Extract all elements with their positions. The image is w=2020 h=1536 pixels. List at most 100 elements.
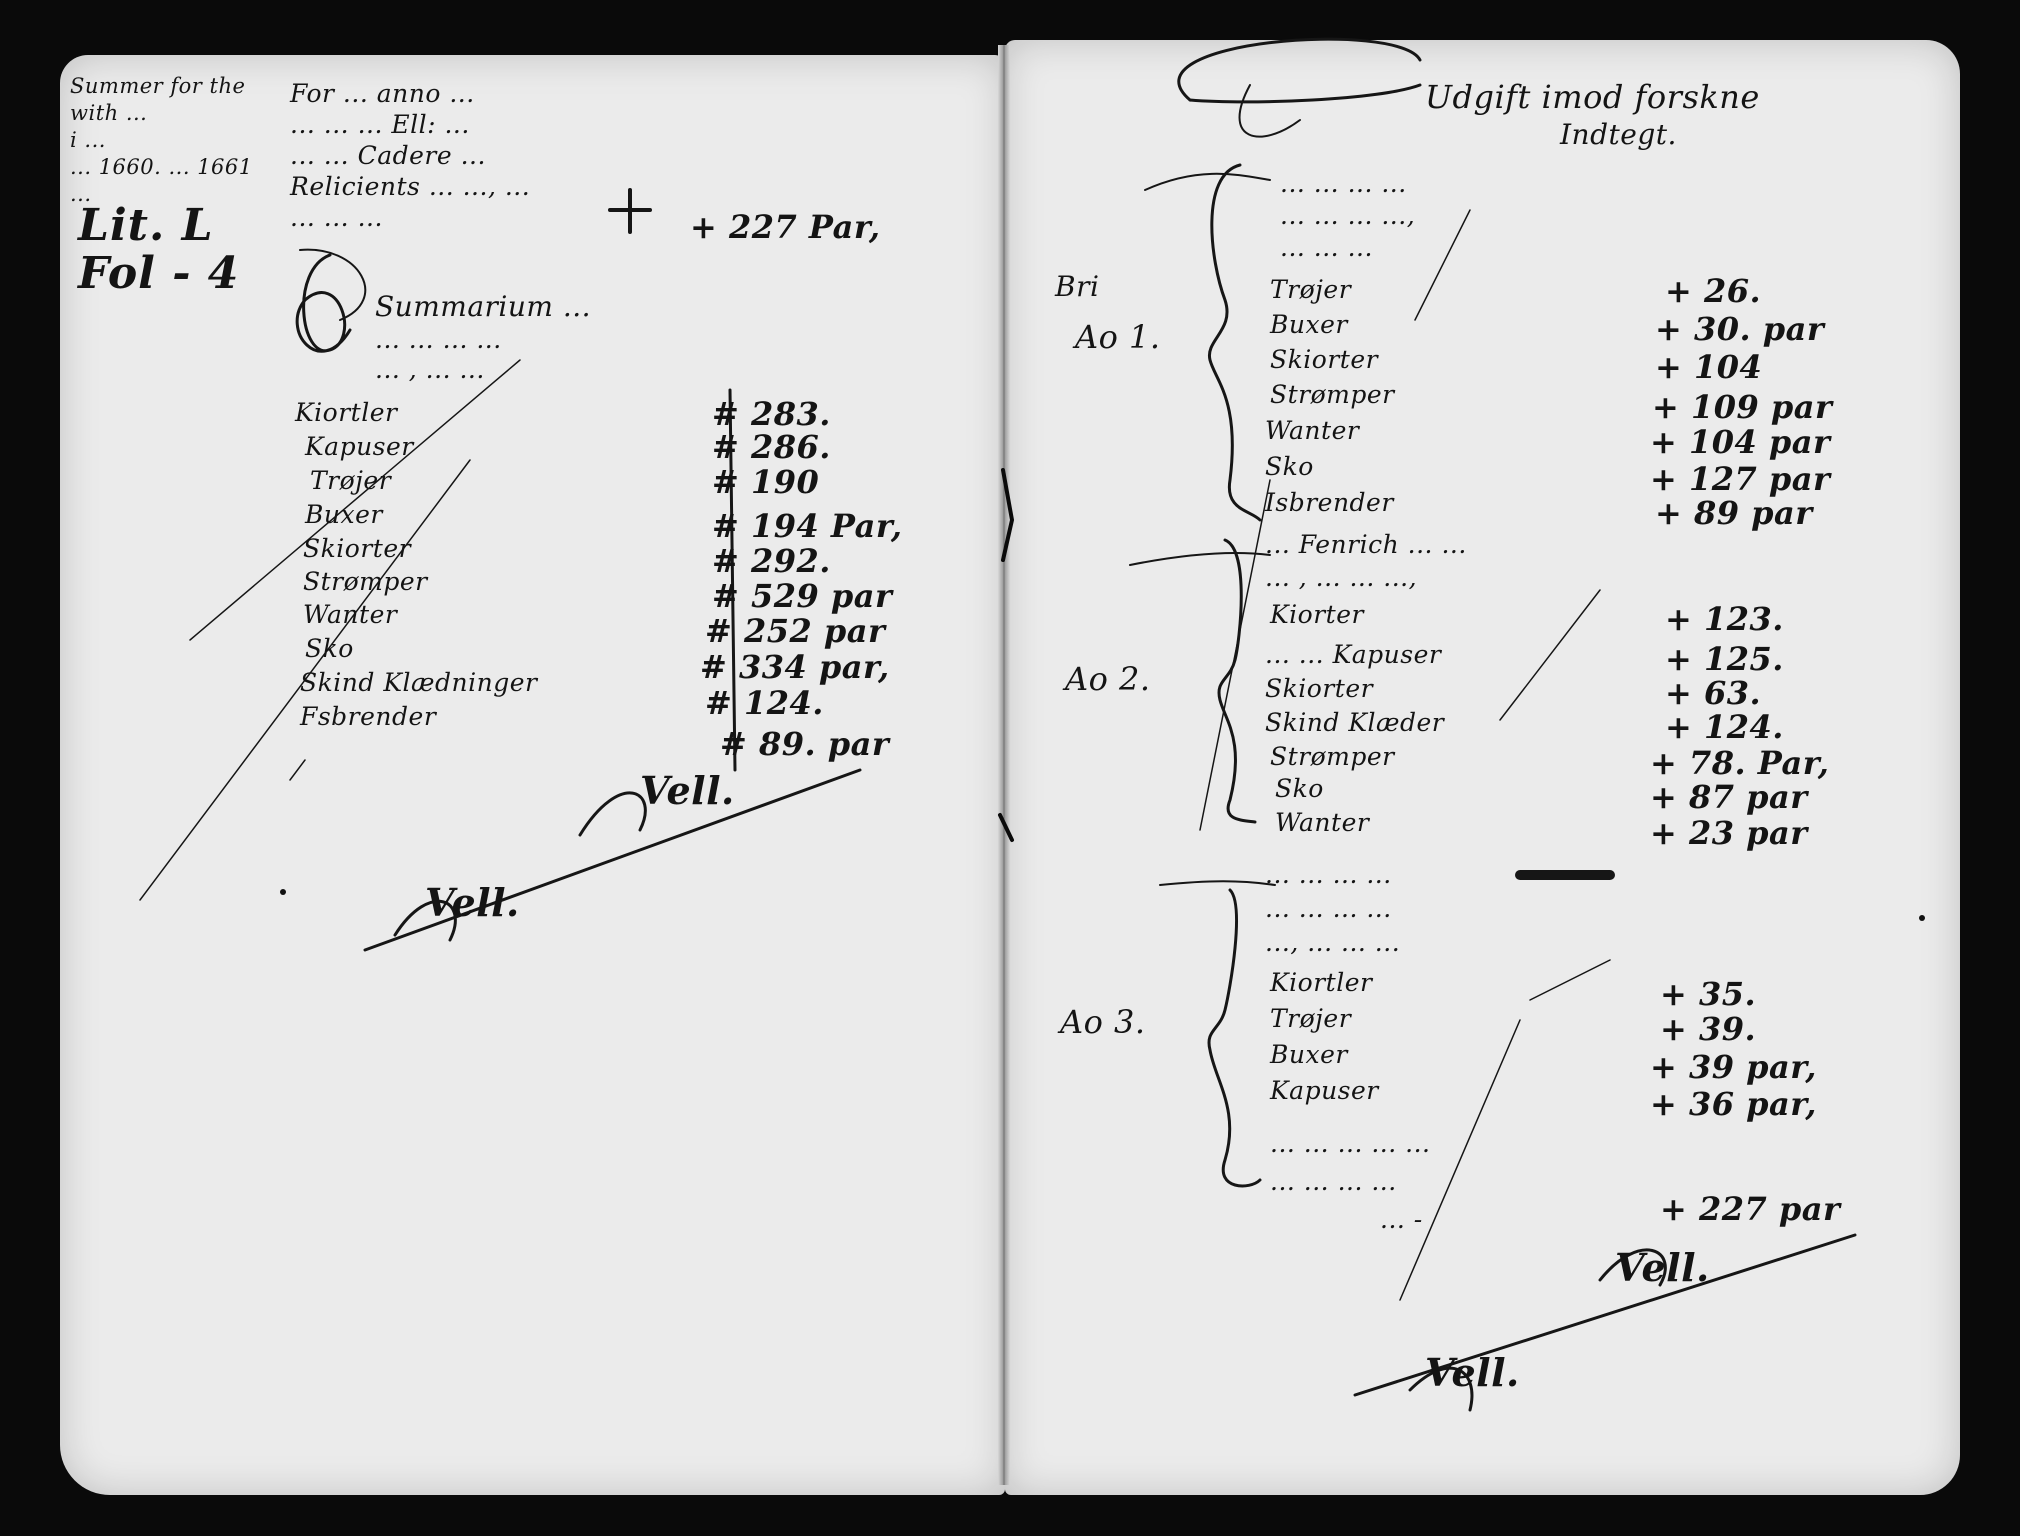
section-intro-line: ... ... ... ... xyxy=(1280,169,1407,198)
section-intro-line: ... ... ... ... xyxy=(1265,860,1392,889)
section-marker: Ao 3. xyxy=(1060,1003,1146,1041)
list-item-label: Wanter xyxy=(1265,416,1360,445)
list-item-amount: + 36 par, xyxy=(1650,1085,1817,1123)
ref-lit: Lit. L xyxy=(78,200,214,251)
list-item-amount: # 89. par xyxy=(720,725,890,763)
section-outro: ... ... ... ... ... ... ... ... ... ... … xyxy=(1270,1125,1431,1239)
section-marker: Ao 2. xyxy=(1065,660,1151,698)
section-intro-line: ..., ... ... ... xyxy=(1265,928,1401,957)
intro-line: ... ... ... xyxy=(290,203,383,232)
signature-mark: Vell. xyxy=(425,880,520,925)
list-item-label: Kiorter xyxy=(1270,600,1364,629)
list-item-amount: + 109 par xyxy=(1652,388,1833,426)
intro-line: Relicients ... ..., ... xyxy=(290,172,531,201)
intro-text: For ... anno ... ... ... ... Ell: ... ..… xyxy=(290,78,530,233)
list-item-label: Skind Klædninger xyxy=(300,668,538,697)
summarium-sub-line: ... ... ... ... xyxy=(375,325,502,354)
list-item-label: Trøjer xyxy=(1270,1004,1352,1033)
list-item-label: Kiortler xyxy=(295,398,398,427)
list-item-label: Isbrender xyxy=(1265,488,1394,517)
section-intro-line: ... ... ... ..., xyxy=(1280,201,1416,230)
list-item-amount: + 26. xyxy=(1665,272,1762,310)
section-intro-line: ... , ... ... ..., xyxy=(1265,563,1418,592)
list-item-label: Sko xyxy=(1265,452,1314,481)
list-item-label: Sko xyxy=(305,634,354,663)
margin-note: Summer for the with ... i ... ... 1660. … xyxy=(70,73,253,208)
section-intro: ... Fenrich ... ... ... , ... ... ..., xyxy=(1265,528,1467,594)
list-item-label: Skiorter xyxy=(1265,674,1374,703)
summarium-sub-line: ... , ... ... xyxy=(375,355,485,384)
section-outro-line: ... ... ... ... ... xyxy=(1270,1129,1431,1158)
list-item-amount: # 334 par, xyxy=(700,648,890,686)
list-item-amount: + 39. xyxy=(1660,1010,1757,1048)
list-item-amount: # 292. xyxy=(712,542,831,580)
list-item-amount: + 89 par xyxy=(1655,494,1813,532)
list-item-label: Fsbrender xyxy=(300,702,437,731)
list-item-amount: + 87 par xyxy=(1650,778,1808,816)
list-item-amount: # 283. xyxy=(712,395,831,433)
list-item-label: ... ... Kapuser xyxy=(1265,640,1442,669)
list-item-amount: # 124. xyxy=(705,684,824,722)
section-prefix: Bri xyxy=(1055,270,1100,303)
section-intro: ... ... ... ... ... ... ... ..., ... ...… xyxy=(1280,168,1415,264)
list-item-amount: # 286. xyxy=(712,428,831,466)
list-item-label: Strømper xyxy=(303,567,428,596)
list-item-amount: + 125. xyxy=(1665,640,1784,678)
list-item-label: Skiorter xyxy=(1270,345,1379,374)
list-item-amount: + 23 par xyxy=(1650,814,1808,852)
list-item-amount: # 190 xyxy=(712,463,820,501)
list-item-amount: + 35. xyxy=(1660,975,1757,1013)
list-item-amount: + 124. xyxy=(1665,708,1784,746)
list-item-label: Sko xyxy=(1275,774,1324,803)
section-intro-line: ... Fenrich ... ... xyxy=(1265,530,1467,559)
page-title: Udgift imod forskne xyxy=(1425,78,1760,116)
intro-line: ... ... ... Ell: ... xyxy=(290,110,470,139)
margin-note-line: ... xyxy=(70,182,92,206)
list-item-amount: + 104 xyxy=(1655,348,1763,386)
intro-line: ... ... Cadere ... xyxy=(290,141,486,170)
section-total: + 227 par xyxy=(1660,1190,1841,1228)
list-item-label: Strømper xyxy=(1270,742,1395,771)
list-item-label: Trøjer xyxy=(310,466,392,495)
ref-fol: Fol - 4 xyxy=(78,248,240,299)
list-item-label: Kapuser xyxy=(305,432,414,461)
list-item-label: Buxer xyxy=(305,500,383,529)
signature-mark: Vell. xyxy=(1615,1245,1710,1290)
margin-note-line: Summer for the xyxy=(70,74,246,98)
list-item-amount: + 63. xyxy=(1665,674,1762,712)
summarium-title: Summarium ... xyxy=(375,290,592,323)
section-outro-line: ... - xyxy=(1380,1205,1423,1234)
list-item-amount: # 529 par xyxy=(712,577,893,615)
section-intro-line: ... ... ... xyxy=(1280,233,1373,262)
margin-note-line: with ... xyxy=(70,101,148,125)
list-item-label: Trøjer xyxy=(1270,275,1352,304)
intro-line: For ... anno ... xyxy=(290,79,475,108)
list-item-amount: # 194 Par, xyxy=(712,507,903,545)
book-fold xyxy=(998,45,1010,1485)
list-item-label: Kapuser xyxy=(1270,1076,1379,1105)
list-item-label: Wanter xyxy=(303,600,398,629)
list-item-label: Strømper xyxy=(1270,380,1395,409)
list-item-label: Skiorter xyxy=(303,534,412,563)
list-item-amount: + 104 par xyxy=(1650,423,1831,461)
signature-mark: Vell. xyxy=(1425,1350,1520,1395)
margin-note-line: ... 1660. ... 1661 xyxy=(70,155,253,179)
list-item-amount: + 123. xyxy=(1665,600,1784,638)
list-item-label: Wanter xyxy=(1275,808,1370,837)
list-item-amount: # 252 par xyxy=(705,612,886,650)
list-item-label: Skind Klæder xyxy=(1265,708,1445,737)
list-item-label: Kiortler xyxy=(1270,968,1373,997)
list-item-label: Buxer xyxy=(1270,310,1348,339)
intro-total: + 227 Par, xyxy=(690,208,881,246)
section-marker: Ao 1. xyxy=(1075,318,1161,356)
list-item-amount: + 127 par xyxy=(1650,460,1831,498)
list-item-amount: + 78. Par, xyxy=(1650,744,1830,782)
list-item-label: Buxer xyxy=(1270,1040,1348,1069)
margin-note-line: i ... xyxy=(70,128,106,152)
list-item-amount: + 39 par, xyxy=(1650,1048,1817,1086)
section-outro-line: ... ... ... ... xyxy=(1270,1167,1397,1196)
signature-mark: Vell. xyxy=(640,768,735,813)
section-intro-line: ... ... ... ... xyxy=(1265,894,1392,923)
section-intro: ... ... ... ... ... ... ... ... ..., ...… xyxy=(1265,858,1400,960)
